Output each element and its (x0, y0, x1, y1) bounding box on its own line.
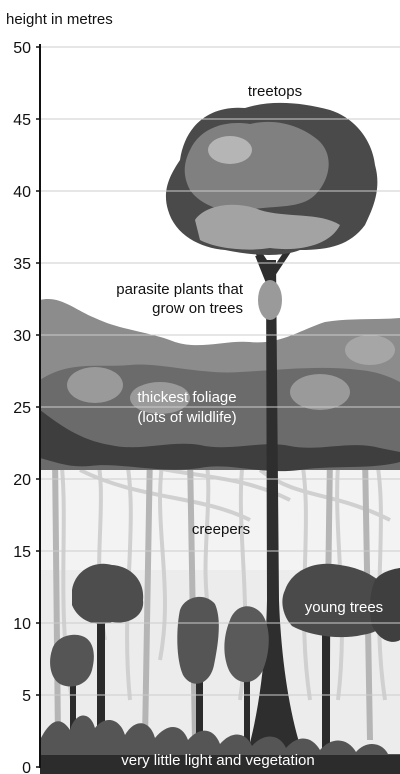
parasite-plant (258, 280, 282, 320)
y-axis-ticks: 0 5 10 15 20 25 30 35 40 45 50 (13, 40, 40, 774)
emergent-crown-mid (185, 122, 329, 211)
y-tick-label-5: 5 (22, 688, 31, 705)
y-tick-label-0: 0 (22, 760, 31, 774)
y-tick-label-40: 40 (13, 184, 31, 201)
y-tick-label-10: 10 (13, 616, 31, 633)
y-tick-label-50: 50 (13, 40, 31, 57)
label-foliage-line1: thickest foliage (137, 389, 236, 406)
label-forest-floor: very little light and vegetation (121, 752, 314, 769)
y-tick-label-25: 25 (13, 400, 31, 417)
label-parasite-line1: parasite plants that (116, 281, 244, 298)
label-creepers: creepers (192, 521, 250, 538)
young-tree-crown-4 (224, 606, 268, 682)
y-axis-title: height in metres (6, 11, 113, 28)
y-tick-label-20: 20 (13, 472, 31, 489)
canopy-patch-4 (345, 335, 395, 365)
canopy-patch-1 (67, 367, 123, 403)
label-young-trees: young trees (305, 599, 383, 616)
label-foliage-line2: (lots of wildlife) (137, 409, 236, 426)
y-tick-label-35: 35 (13, 256, 31, 273)
y-tick-label-15: 15 (13, 544, 31, 561)
label-treetops: treetops (248, 83, 302, 100)
canopy-patch-3 (290, 374, 350, 410)
label-parasite-line2: grow on trees (152, 300, 243, 317)
y-tick-label-30: 30 (13, 328, 31, 345)
young-tree-crown-2 (50, 635, 94, 687)
y-tick-label-45: 45 (13, 112, 31, 129)
emergent-highlight (208, 136, 252, 164)
canopy-band (40, 299, 400, 471)
